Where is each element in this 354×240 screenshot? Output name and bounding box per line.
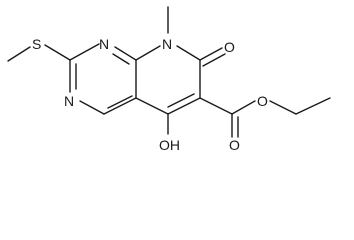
bond-c5-c4a xyxy=(135,97,169,115)
bond-c6-c5 xyxy=(167,97,201,115)
bond-o-ether-ch2 xyxy=(269,100,297,115)
bond-n3-c4 xyxy=(79,100,105,115)
bond-c4-c4a xyxy=(103,97,137,115)
bond-c6-c5-double xyxy=(167,93,195,108)
atom-oh-label: OH xyxy=(159,137,180,153)
bond-c6-cester xyxy=(199,97,233,115)
bond-ch3-s xyxy=(7,46,31,62)
bond-c7-o xyxy=(199,47,223,61)
atom-n1-label: N xyxy=(99,36,109,52)
bond-n8-c7 xyxy=(176,45,201,61)
structure-canvas: S N N N O OH O O xyxy=(7,6,331,153)
bond-c8a-n1 xyxy=(114,46,137,61)
atom-o-carbonyl-label: O xyxy=(229,137,240,153)
atom-n8-label: N xyxy=(162,36,172,52)
bond-c7-o-double xyxy=(202,53,226,67)
molecule-structure: S N N N O OH O O xyxy=(7,6,331,153)
bond-c4-c4a-double xyxy=(107,95,133,109)
atom-s-label: S xyxy=(32,36,41,52)
bond-c8a-n8 xyxy=(135,45,161,61)
bond-cester-o-ether xyxy=(231,100,256,115)
bond-ch2-ch3 xyxy=(295,97,331,115)
atom-o-ether-label: O xyxy=(257,93,268,109)
bond-c8a-n1-double xyxy=(112,53,130,65)
atom-o-keto-label: O xyxy=(224,39,235,55)
atom-n3-label: N xyxy=(64,93,74,109)
bond-c2-n1 xyxy=(69,43,100,61)
bond-s-c2 xyxy=(44,44,71,61)
